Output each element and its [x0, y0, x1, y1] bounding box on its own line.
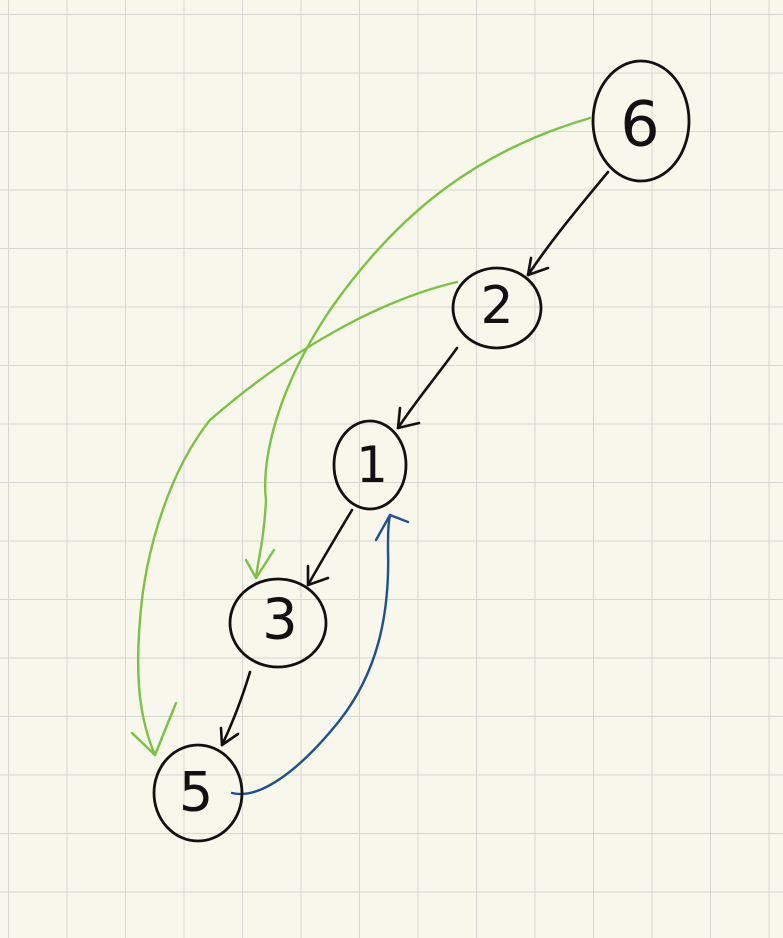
node-5-circle [152, 743, 244, 843]
tree-edges [219, 170, 610, 747]
node-5-label: 5 [179, 761, 213, 824]
edge-5-to-1 [230, 513, 410, 796]
edge-6-to-3 [244, 116, 592, 580]
node-1: 1 [332, 419, 408, 511]
node-1-label: 1 [356, 436, 388, 494]
node-1-circle [332, 419, 408, 511]
edge-3-to-5 [219, 670, 252, 747]
edge-1-to-3 [306, 508, 354, 587]
node-2-label: 2 [480, 276, 513, 336]
node-3: 3 [228, 577, 328, 669]
nodes: 6 2 1 3 5 [152, 59, 691, 843]
back-edges [230, 513, 410, 796]
edge-6-to-2 [526, 170, 610, 277]
edge-2-to-5 [130, 280, 459, 757]
node-2-circle [451, 266, 543, 350]
node-5: 5 [152, 743, 244, 843]
node-3-label: 3 [262, 588, 298, 653]
node-6-label: 6 [620, 88, 659, 161]
node-6: 6 [591, 59, 691, 183]
forward-edges [130, 116, 592, 757]
node-3-circle [228, 577, 328, 669]
edge-2-to-1 [396, 346, 459, 430]
node-2: 2 [451, 266, 543, 350]
node-6-circle [591, 59, 691, 183]
